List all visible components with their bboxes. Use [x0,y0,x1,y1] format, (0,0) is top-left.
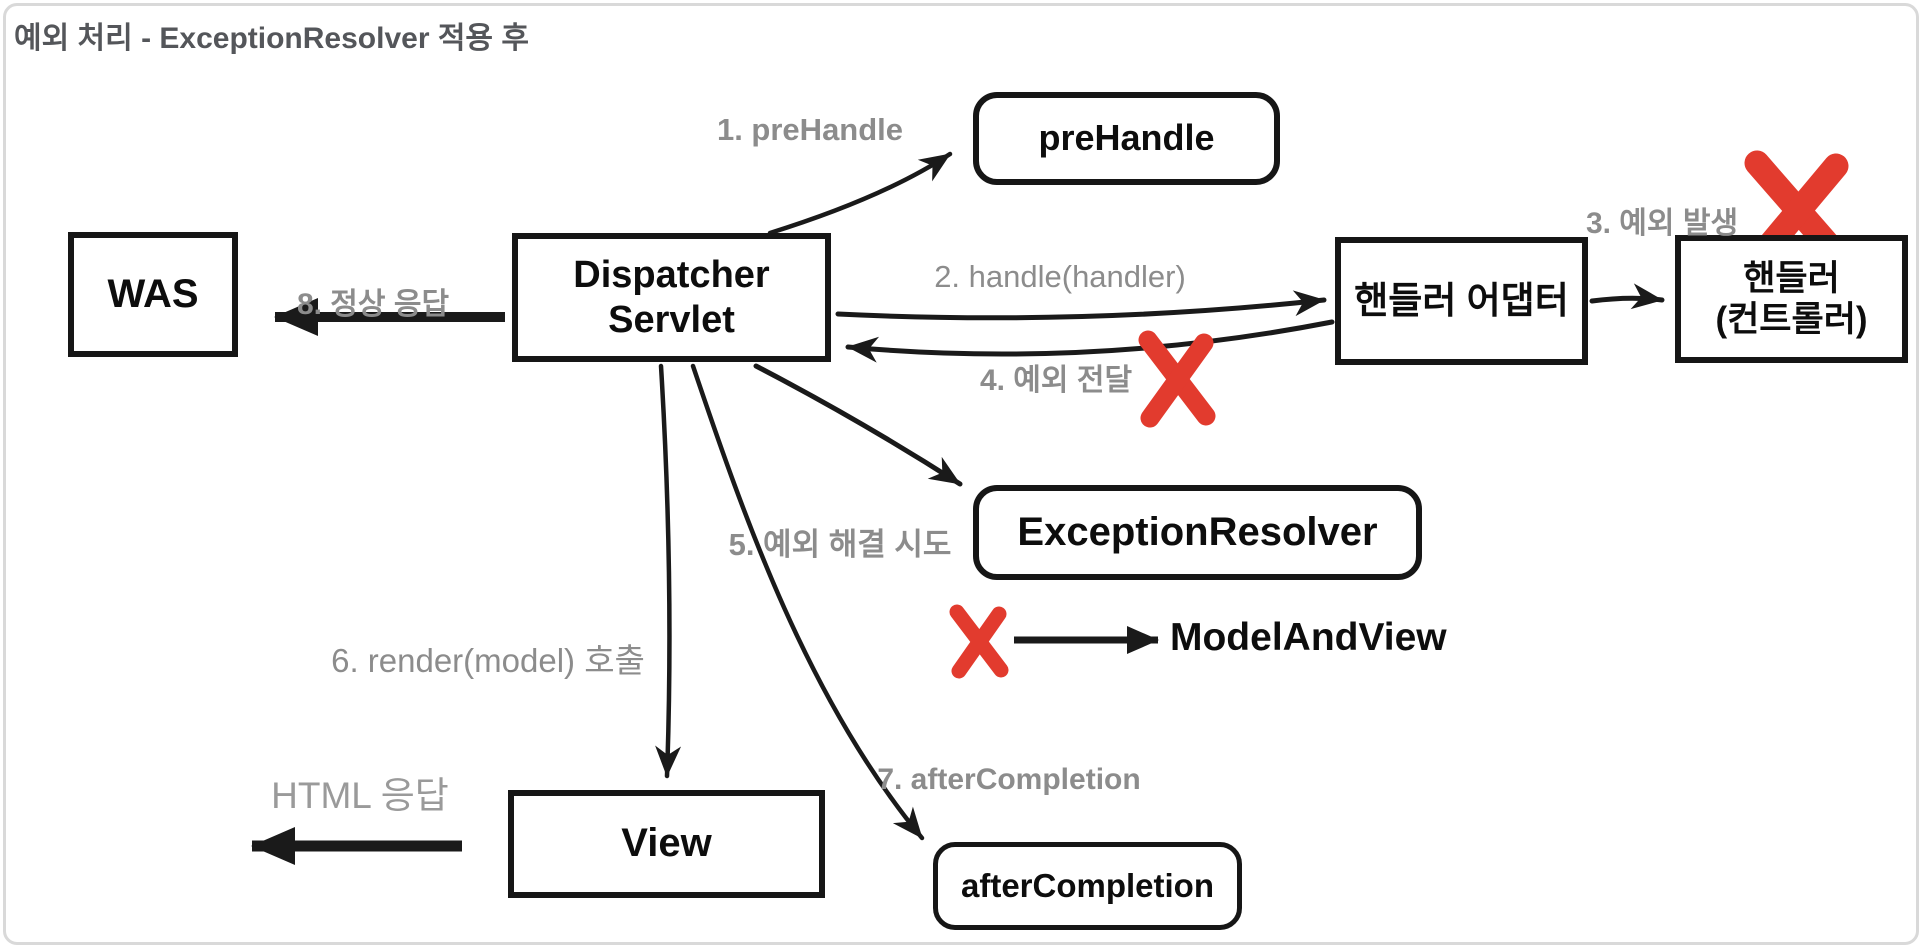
node-was: WAS [68,232,238,357]
label-step5-resolve-attempt: 5. 예외 해결 시도 [728,527,952,562]
arrow-step6-view [655,363,682,779]
node-dispatcher-servlet: Dispatcher Servlet [512,233,831,362]
node-view: View [508,790,825,898]
label-step1-prehandle: 1. preHandle [716,112,904,147]
x-mark-modelandview [949,604,1009,679]
arrow-step5-exceptionresolver [753,363,963,487]
label-step7-aftercompletion: 7. afterCompletion [877,763,1141,796]
model-and-view-text: ModelAndView [1170,616,1447,659]
arrow-adapter-to-handler [1589,283,1665,310]
label-step8-normal-response: 8. 정상 응답 [296,288,450,321]
node-after-completion: afterCompletion [933,842,1242,930]
label-step4-exception-pass: 4. 예외 전달 [979,364,1133,397]
label-step3-exception-occurred: 3. 예외 발생 [1585,207,1739,240]
label-step6-render: 6. render(model) 호출 [331,642,645,679]
diagram-title: 예외 처리 - ExceptionResolver 적용 후 [14,22,529,55]
label-html-response: HTML 응답 [271,775,449,816]
node-handler-controller: 핸들러 (컨트롤러) [1675,235,1908,363]
arrow-step1-prehandle [767,151,953,236]
arrow-step2-handle [835,290,1327,321]
x-mark-exception-pass [1138,330,1216,428]
label-step2-handle: 2. handle(handler) [934,259,1186,294]
node-exception-resolver: ExceptionResolver [973,485,1422,580]
node-handler-adapter: 핸들러 어댑터 [1335,237,1588,365]
arrow-step4-exception-back [845,319,1335,363]
node-prehandle: preHandle [973,92,1280,185]
